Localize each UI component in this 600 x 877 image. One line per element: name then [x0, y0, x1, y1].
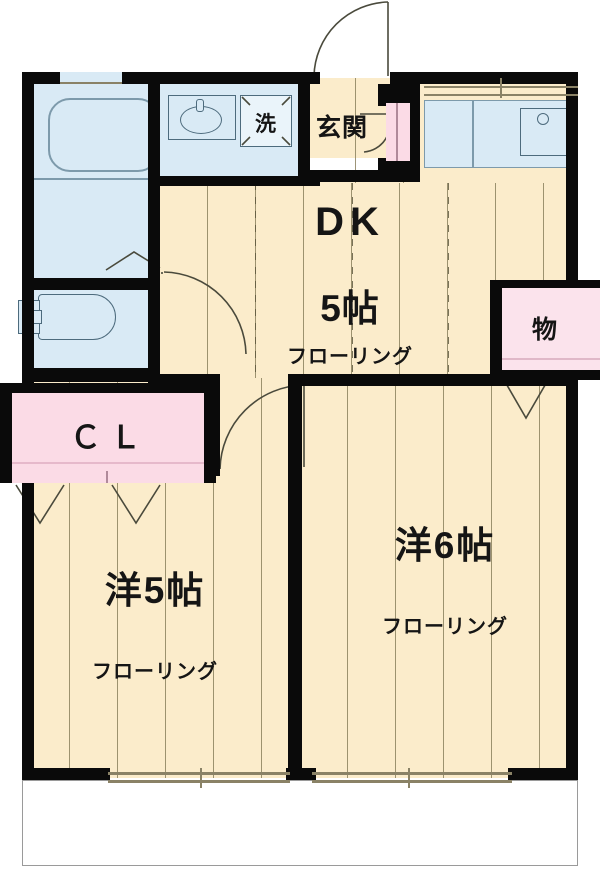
- dk-grain-dash-2: [352, 183, 353, 378]
- washroom-dk-wall: [148, 176, 320, 186]
- western6-label: 洋6帖: [394, 525, 496, 566]
- dk-size-label: 5帖: [320, 288, 380, 329]
- storage-label: 物: [531, 316, 558, 344]
- closet-folding-door-right[interactable]: [110, 483, 200, 525]
- balcony: [22, 780, 578, 866]
- window-right-inner[interactable]: [312, 780, 512, 783]
- western5-door-arc[interactable]: [216, 383, 308, 475]
- entrance-wall-bottom: [298, 170, 420, 182]
- bedroom-divider-wall: [288, 374, 302, 780]
- window-left-outer[interactable]: [108, 772, 290, 775]
- washer-corner-marks: [241, 96, 291, 146]
- shoe-cabinet[interactable]: [386, 103, 410, 161]
- storage-folding-door[interactable]: [502, 378, 582, 420]
- toilet-bowl: [38, 294, 116, 340]
- dk-grain-dash-1: [255, 183, 256, 378]
- closet-label: ＣＬ: [70, 420, 150, 455]
- window-left-inner[interactable]: [108, 780, 290, 783]
- entrance-wall-left: [298, 72, 310, 182]
- bath-window-line: [60, 82, 122, 84]
- bath-partition-vertical: [148, 72, 160, 192]
- entrance-shoebox-wall-right: [408, 84, 420, 180]
- kitchen-window-mullion: [500, 78, 502, 98]
- washroom-right-wall: [148, 192, 160, 388]
- closet-shelf-line: [12, 462, 204, 464]
- kitchen-sink-drain: [537, 113, 549, 125]
- bath-window-opening: [60, 72, 122, 84]
- washroom-door-arc[interactable]: [160, 270, 252, 362]
- kitchen-counter-split: [472, 100, 474, 168]
- shoe-cabinet-divider: [396, 103, 398, 161]
- dk-bedroom-divider-wall: [148, 374, 220, 386]
- dk-label: DK: [315, 200, 385, 244]
- window-right-mullion: [408, 768, 410, 788]
- dk-bedroom-divider-wall-right: [296, 374, 578, 386]
- washer-label: 洗: [255, 113, 277, 136]
- bath-toilet-divider: [22, 278, 160, 290]
- outer-wall-bottom-left: [22, 768, 110, 780]
- dk-grain-dash-3: [448, 183, 449, 378]
- storage-fill: [502, 288, 600, 370]
- closet-door-strip[interactable]: [12, 471, 204, 483]
- bedroom-door-jamb: [204, 374, 220, 476]
- bathtub: [48, 98, 160, 172]
- western6-floor-grain: [300, 378, 578, 778]
- entrance-door-arc[interactable]: [310, 0, 394, 80]
- outer-wall-bottom-right: [508, 768, 578, 780]
- window-right-outer[interactable]: [312, 772, 512, 775]
- outer-wall-top-right: [390, 72, 578, 84]
- washbasin-faucet: [196, 99, 204, 112]
- window-left-mullion: [200, 768, 202, 788]
- washroom-bottom-wall: [22, 368, 160, 382]
- closet-fill: [12, 393, 204, 471]
- western5-floor-label: フローリング: [92, 661, 218, 683]
- dk-floor-label: フローリング: [287, 346, 413, 368]
- western5-label: 洋5帖: [104, 570, 206, 611]
- entrance-label: 玄関: [315, 114, 368, 142]
- outer-wall-right: [566, 72, 578, 780]
- closet-door-split: [106, 471, 108, 483]
- bath-divider-line: [22, 178, 160, 180]
- storage-shelf-line: [502, 358, 600, 360]
- western6-floor-label: フローリング: [382, 616, 508, 638]
